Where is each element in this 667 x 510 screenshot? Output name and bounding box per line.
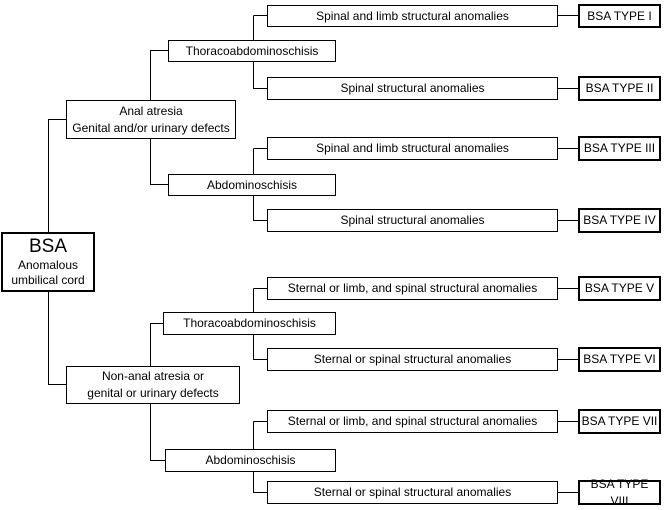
anomaly-box: Sternal or spinal structural anomalies — [267, 481, 558, 504]
group-label-line1: Anal atresia — [119, 103, 183, 118]
connector-sub1 — [253, 15, 267, 89]
subgroup-thoracoabdominoschisis: Thoracoabdominoschisis — [163, 312, 336, 335]
group-label-line1: Non-anal atresia or — [101, 369, 205, 383]
anomaly-box: Spinal and limb structural anomalies — [267, 5, 558, 27]
anomaly-box: Sternal or spinal structural anomalies — [267, 348, 558, 371]
subgroup-thoracoabdominoschisis: Thoracoabdominoschisis — [168, 40, 336, 62]
anomaly-label: Sternal or spinal structural anomalies — [313, 352, 512, 366]
bsa-type-box: BSA TYPE VIII — [578, 477, 661, 508]
connector-group1-upper — [150, 50, 168, 100]
bsa-type-label: BSA TYPE VIII — [590, 476, 649, 508]
connector-root-lower — [48, 292, 66, 385]
connector-group2-lower — [150, 404, 165, 461]
bsa-type-label: BSA TYPE I — [587, 8, 652, 23]
subgroup-label: Abdominoschisis — [205, 453, 296, 467]
bsa-type-box: BSA TYPE IV — [578, 208, 661, 233]
anomaly-label: Sternal or limb, and spinal structural a… — [287, 281, 538, 295]
anomaly-box: Sternal or limb, and spinal structural a… — [267, 410, 558, 433]
bsa-type-label: BSA TYPE III — [583, 141, 656, 155]
connector-sub2 — [253, 148, 267, 221]
root-node: BSA Anomalous umbilical cord — [1, 232, 95, 292]
group-anal-atresia: Anal atresia Genital and/or urinary defe… — [66, 100, 236, 139]
group-label-line2: Genital and/or urinary defects — [72, 120, 230, 135]
subgroup-label: Thoracoabdominoschisis — [183, 316, 316, 330]
connector-group2-upper — [150, 323, 163, 366]
anomaly-label: Sternal or spinal structural anomalies — [313, 485, 512, 499]
anomaly-label: Sternal or limb, and spinal structural a… — [287, 414, 538, 428]
anomaly-label: Spinal and limb structural anomalies — [316, 8, 509, 23]
connector-sub4 — [253, 421, 267, 493]
bsa-type-label: BSA TYPE V — [584, 281, 655, 295]
subgroup-label: Thoracoabdominoschisis — [185, 43, 319, 58]
group-label-line2: genital or urinary defects — [87, 386, 219, 400]
bsa-type-box: BSA TYPE II — [578, 76, 661, 101]
bsa-type-box: BSA TYPE VII — [578, 409, 661, 434]
anomaly-box: Sternal or limb, and spinal structural a… — [267, 277, 558, 300]
anomaly-label: Spinal structural anomalies — [340, 213, 485, 227]
bsa-type-label: BSA TYPE II — [585, 81, 654, 95]
subgroup-abdominoschisis: Abdominoschisis — [165, 449, 336, 472]
anomaly-label: Spinal and limb structural anomalies — [316, 141, 509, 155]
root-line2: umbilical cord — [11, 273, 85, 287]
anomaly-label: Spinal structural anomalies — [340, 81, 485, 95]
bsa-type-box: BSA TYPE I — [578, 4, 661, 28]
anomaly-box: Spinal structural anomalies — [267, 77, 558, 100]
bsa-type-label: BSA TYPE IV — [583, 213, 656, 227]
connector-group1-lower — [150, 139, 168, 185]
root-line1: Anomalous — [17, 258, 79, 272]
bsa-type-label: BSA TYPE VII — [581, 414, 658, 428]
subgroup-abdominoschisis: Abdominoschisis — [168, 174, 336, 196]
connector-root-upper — [48, 119, 66, 232]
subgroup-label: Abdominoschisis — [206, 177, 298, 192]
anomaly-box: Spinal structural anomalies — [267, 209, 558, 232]
root-title: BSA — [28, 236, 68, 257]
bsa-type-label: BSA TYPE VI — [583, 352, 656, 366]
group-non-anal-atresia: Non-anal atresia or genital or urinary d… — [66, 366, 240, 404]
bsa-type-box: BSA TYPE V — [578, 276, 661, 301]
anomaly-box: Spinal and limb structural anomalies — [267, 137, 558, 160]
bsa-type-box: BSA TYPE VI — [578, 347, 661, 372]
bsa-type-box: BSA TYPE III — [578, 136, 661, 161]
